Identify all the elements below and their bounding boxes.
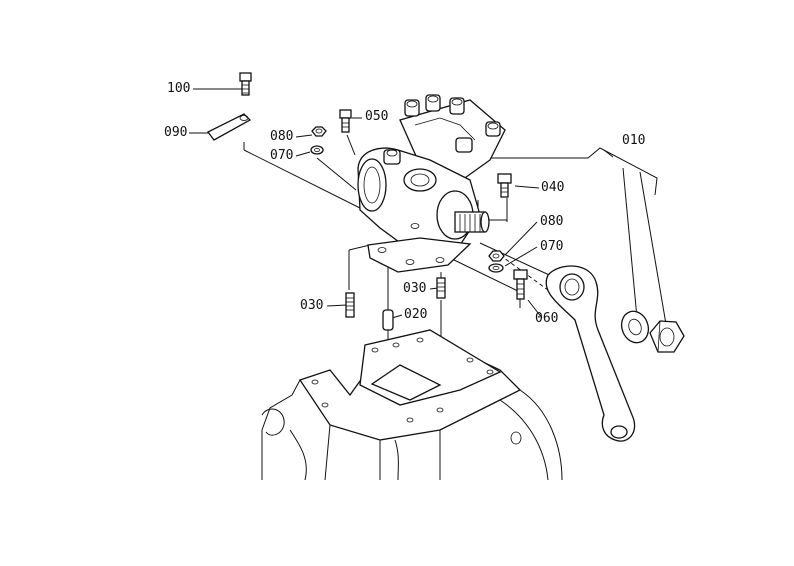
callout-030-left: 030: [300, 298, 324, 313]
callout-100: 100: [167, 81, 191, 96]
washer-070-lower: [488, 263, 504, 273]
callout-030-right: 030: [403, 281, 427, 296]
pitman-arm: [545, 265, 636, 442]
callout-040: 040: [541, 180, 565, 195]
callout-060: 060: [535, 311, 559, 326]
transmission-housing: [261, 329, 563, 481]
bolt-100: [239, 72, 252, 96]
nut-080-upper: [311, 126, 327, 137]
callout-050: 050: [365, 109, 389, 124]
lock-plate-090: [207, 113, 252, 141]
callout-090: 090: [164, 125, 188, 140]
washer-010: [620, 310, 650, 344]
nut-080-lower: [488, 250, 505, 262]
bolt-050: [339, 109, 352, 133]
callout-080-lower: 080: [540, 214, 564, 229]
bolt-040: [497, 173, 512, 198]
callout-070-upper: 070: [270, 148, 294, 163]
stud-030-left: [345, 292, 355, 318]
washer-070-upper: [310, 145, 324, 155]
callout-070-lower: 070: [540, 239, 564, 254]
stud-030-right: [436, 277, 446, 299]
nut-010: [649, 320, 685, 353]
pin-020: [382, 309, 394, 331]
bolt-060: [513, 269, 528, 300]
callout-010: 010: [622, 133, 646, 148]
callout-080-upper: 080: [270, 129, 294, 144]
steering-gearbox: [357, 94, 506, 273]
callout-020: 020: [404, 307, 428, 322]
leader-lines: [189, 88, 668, 408]
